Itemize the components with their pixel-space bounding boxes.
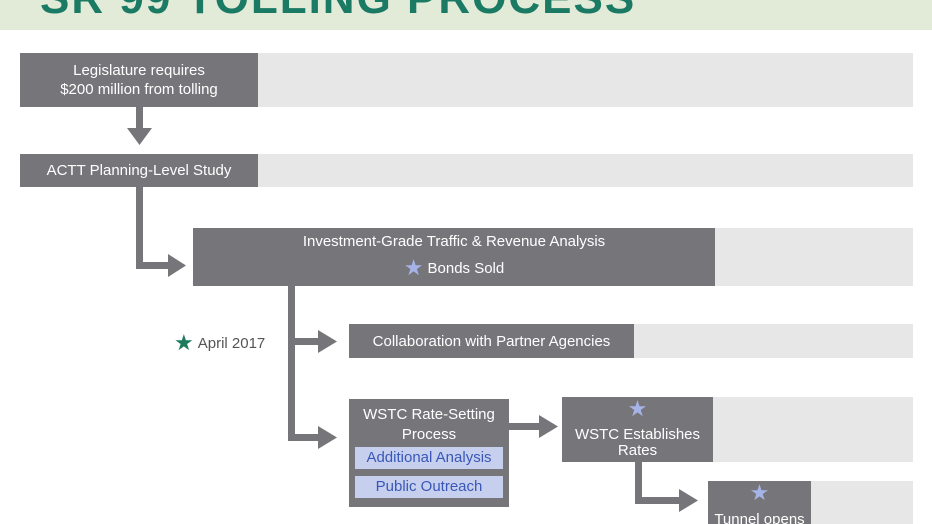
sub-additional-analysis: Additional Analysis xyxy=(355,447,503,469)
step-legislature: Legislature requires $200 million from t… xyxy=(20,53,258,107)
arrow-shaft-2 xyxy=(136,187,143,269)
step-actt-label: ACTT Planning-Level Study xyxy=(46,162,232,179)
step-wstc-rate-setting-line1: WSTC Rate-Setting xyxy=(363,406,495,423)
step-wstc-establishes-rates: ★ WSTC Establishes Rates xyxy=(562,397,713,462)
page-title: SR 99 TOLLING PROCESS xyxy=(40,0,636,24)
arrow-shaft-1 xyxy=(136,107,143,133)
arrow-shaft-5 xyxy=(509,423,545,430)
arrow-shaft-6 xyxy=(635,462,642,504)
step-collaboration: Collaboration with Partner Agencies xyxy=(349,324,634,358)
star-icon: ★ xyxy=(403,255,424,280)
arrow-head-5 xyxy=(539,415,558,438)
header-banner: SR 99 TOLLING PROCESS xyxy=(0,0,932,30)
arrow-head-2 xyxy=(168,254,186,277)
step-actt: ACTT Planning-Level Study xyxy=(20,154,258,187)
step-wstc-establishes-line1: WSTC Establishes xyxy=(574,426,701,443)
track-investment xyxy=(715,228,913,286)
track-actt xyxy=(258,154,913,187)
arrow-shaft-2b xyxy=(136,262,174,269)
track-legislature xyxy=(258,53,913,107)
note-april-2017-label: April 2017 xyxy=(197,335,266,352)
track-wstc-rates xyxy=(713,397,913,462)
arrow-head-1 xyxy=(127,128,152,145)
star-icon: ★ xyxy=(749,481,770,505)
track-collaboration xyxy=(634,324,913,358)
arrow-shaft-3 xyxy=(288,286,295,441)
step-legislature-line2: $200 million from tolling xyxy=(60,81,218,98)
arrow-head-4 xyxy=(318,426,337,449)
star-icon: ★ xyxy=(174,330,194,355)
step-wstc-rate-setting-line2: Process xyxy=(401,426,457,443)
step-tunnel-opens-label: Tunnel opens xyxy=(714,511,805,524)
step-wstc-rate-setting: WSTC Rate-Setting Process Additional Ana… xyxy=(349,399,509,507)
step-tunnel-opens: ★ Tunnel opens xyxy=(708,481,811,524)
step-legislature-line1: Legislature requires xyxy=(73,62,205,79)
step-investment-label: Investment-Grade Traffic & Revenue Analy… xyxy=(302,233,606,250)
arrow-shaft-3b xyxy=(288,338,324,345)
star-icon: ★ xyxy=(627,396,648,421)
arrow-shaft-4 xyxy=(288,434,324,441)
arrow-shaft-6b xyxy=(635,497,685,504)
step-wstc-establishes-line2: Rates xyxy=(617,442,658,459)
arrow-head-6 xyxy=(679,489,698,512)
sub-public-outreach: Public Outreach xyxy=(355,476,503,498)
arrow-head-3 xyxy=(318,330,337,353)
milestone-bonds-sold: ★Bonds Sold xyxy=(193,255,715,280)
step-investment: Investment-Grade Traffic & Revenue Analy… xyxy=(193,228,715,286)
track-tunnel xyxy=(811,481,913,524)
note-april-2017: ★April 2017 xyxy=(174,330,265,356)
step-collaboration-label: Collaboration with Partner Agencies xyxy=(372,332,611,350)
milestone-bonds-sold-label: Bonds Sold xyxy=(427,260,505,277)
